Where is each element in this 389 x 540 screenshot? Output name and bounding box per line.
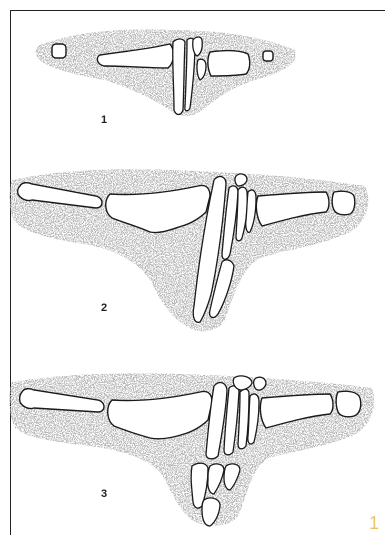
figure-1-bone-right-block [208, 51, 250, 76]
figure-2-bone-right-square [332, 191, 355, 215]
figure-1-bone-fan-a [173, 39, 185, 115]
figure-3-bone-right-square [336, 391, 361, 417]
figure-3-bone-fan-e [254, 377, 266, 390]
figure-1-label: 1 [101, 114, 107, 126]
figure-3-label: 3 [101, 488, 107, 500]
figure-1-stipple [36, 29, 296, 115]
page-number: 1 [369, 513, 379, 534]
figure-2 [9, 169, 368, 331]
figure-3 [9, 373, 374, 526]
figure-2-bone-fan-d [235, 174, 247, 186]
figure-1-bone-fan-c [193, 37, 203, 56]
figure-1 [36, 29, 296, 115]
figure-2-label: 2 [101, 302, 107, 314]
figure-1-bone-left-small [52, 44, 66, 58]
figure-1-bone-right-small [263, 51, 273, 61]
